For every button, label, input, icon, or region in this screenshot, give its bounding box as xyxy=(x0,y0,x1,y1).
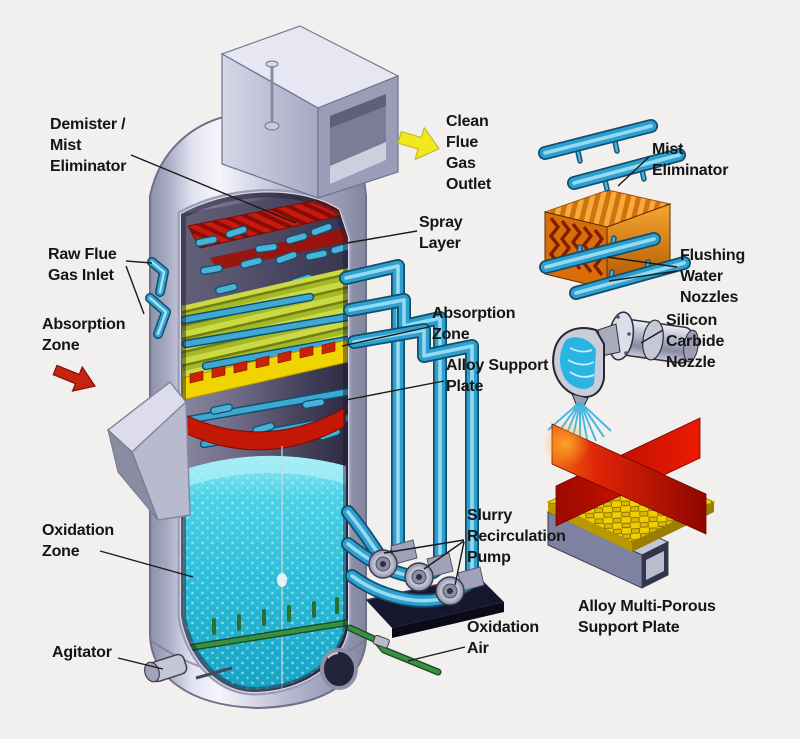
agitator-assembly xyxy=(144,653,233,683)
slurry-tank xyxy=(183,446,352,693)
label-oxidation-air: Oxidation Air xyxy=(467,619,539,657)
oxidation-air-sparger xyxy=(188,597,352,648)
label-raw-flue-gas-inlet: Raw Flue Gas Inlet xyxy=(48,246,117,284)
label-oxidation-zone: Oxidation Zone xyxy=(42,522,114,560)
label-absorption-zone-right: Absorption Zone xyxy=(432,305,516,343)
clean-gas-arrow-icon xyxy=(397,126,440,161)
leader-lines xyxy=(99,154,678,670)
tower-port xyxy=(320,648,358,690)
pump-cluster xyxy=(368,539,485,606)
label-spray-layer: Spray Layer xyxy=(419,214,463,252)
label-alloy-multi-porous-support-plate: Alloy Multi-Porous Support Plate xyxy=(578,598,716,636)
label-alloy-support-plate: Alloy Support Plate xyxy=(446,357,549,395)
duct-bolt xyxy=(264,60,280,131)
label-clean-flue-gas-outlet: Clean Flue Gas Outlet xyxy=(446,113,492,193)
label-slurry-recirculation-pump: Slurry Recirculation Pump xyxy=(467,507,566,566)
absorption-flow-arrow-icon xyxy=(52,364,96,392)
spray-layer-pipes xyxy=(181,268,348,378)
label-demister: Demister / Mist Eliminator xyxy=(50,116,127,175)
porous-plate-detail xyxy=(542,417,716,552)
label-agitator: Agitator xyxy=(52,644,112,661)
label-absorption-zone-left: Absorption Zone xyxy=(42,316,126,354)
outlet-duct xyxy=(220,25,400,199)
flushing-nozzle-pipes xyxy=(545,126,684,293)
label-mist-eliminator: Mist Eliminator xyxy=(652,141,729,179)
label-silicon-carbide-nozzle: Silicon Carbide Nozzle xyxy=(666,312,725,371)
silicon-carbide-nozzle-detail xyxy=(547,311,699,445)
air-valve xyxy=(372,634,390,649)
chevron-vanes xyxy=(548,216,605,277)
label-flushing-water-nozzles: Flushing Water Nozzles xyxy=(680,247,746,306)
cutaway-interior xyxy=(181,192,352,693)
oxidation-air-pipe xyxy=(350,628,438,672)
inlet-hopper xyxy=(106,380,191,521)
